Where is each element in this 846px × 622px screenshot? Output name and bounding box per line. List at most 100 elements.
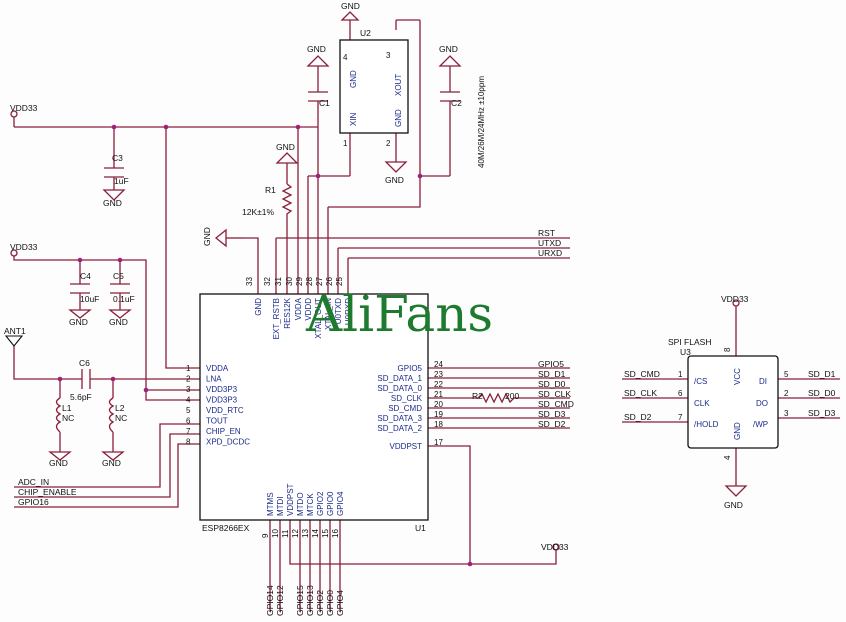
r1-ref: R1 — [265, 185, 276, 195]
gnd-symbol — [101, 451, 125, 461]
c6-ref: C6 — [79, 358, 90, 368]
u3-net-sd-d1: SD_D1 — [808, 369, 836, 379]
u1-net-label: GPIO14 — [265, 585, 275, 616]
vdd-terminal — [10, 110, 18, 118]
u2-pin-num: 4 — [343, 53, 348, 62]
u1-pin-number: 16 — [331, 529, 340, 538]
u3-net-sd-cmd: SD_CMD — [624, 369, 660, 379]
u1-ref: U1 — [415, 523, 426, 533]
u1-pin-name: EXT_RSTB — [272, 298, 281, 339]
u1-pin-name: VDDA — [294, 297, 303, 320]
capacitor-c3 — [104, 167, 124, 178]
vdd-terminal — [10, 249, 18, 257]
u1-net-label: SD_CLK — [538, 389, 571, 399]
u1-part-name: ESP8266EX — [202, 523, 250, 533]
u1-pin-name: XTAL_OUT — [314, 298, 323, 339]
u1-pin-name: GPIO5 — [398, 364, 423, 373]
junction-dot — [77, 257, 83, 263]
net-label-gnd: GND — [202, 227, 212, 246]
junction-dot — [417, 173, 423, 179]
crystal-u2-body — [339, 39, 409, 134]
u2-pin-xout: XOUT — [394, 74, 403, 96]
u1-net-label: SD_CMD — [538, 399, 574, 409]
u1-net-label: GPIO0 — [325, 590, 335, 616]
net-label-adc-in: ADC_IN — [18, 477, 49, 487]
u1-net-label: GPIO2 — [315, 590, 325, 616]
u3-pin-num: 4 — [723, 455, 732, 460]
u1-pin-number: 11 — [281, 529, 290, 538]
u1-top-pins: 33GND32EXT_RSTB31RES12K30VDDA29VDDD28XTA… — [245, 277, 353, 340]
u3-pin-wp: /WP — [753, 420, 768, 429]
u1-pin-number: 19 — [434, 410, 443, 419]
l2-value: NC — [115, 413, 127, 423]
junction-dot — [163, 124, 169, 130]
u1-pin-number: 10 — [271, 529, 280, 538]
u1-pin-number: 25 — [335, 277, 344, 286]
u1-pin-number: 17 — [434, 438, 443, 447]
net-label-gnd: GND — [49, 458, 68, 468]
u2-pin-xin: XIN — [349, 112, 358, 126]
u1-net-label: GPIO13 — [305, 585, 315, 616]
u1-pin-number: 33 — [245, 277, 254, 286]
junction-dot — [57, 376, 63, 382]
u3-pin-num: 8 — [723, 347, 732, 352]
chip-u1-body — [199, 293, 429, 521]
antenna-ref: ANT1 — [4, 326, 26, 336]
u1-pin-name: GPIO0 — [326, 491, 335, 516]
antenna-icon — [4, 335, 24, 347]
u1-pin-name: MTDI — [276, 496, 285, 516]
u1-pin-number: 12 — [291, 529, 300, 538]
crystal-frequency: 40M/26M/24MHz ±10ppm — [477, 76, 486, 168]
net-label-vdd33: VDD33 — [541, 542, 569, 552]
u1-pin-number: 29 — [295, 277, 304, 286]
u1-pin-name: VDDPST — [286, 483, 295, 516]
l2-ref: L2 — [115, 403, 125, 413]
u1-pin-name: U0TXD — [334, 298, 343, 324]
u3-ref: U3 — [680, 347, 691, 357]
net-label-gnd: GND — [307, 44, 326, 54]
net-label-urxd: URXD — [538, 248, 562, 258]
u1-pin-name: VDD_RTC — [206, 406, 244, 415]
junction-dot — [110, 376, 116, 382]
u3-pin-num: 2 — [784, 389, 789, 398]
net-label-vdd33: VDD33 — [10, 103, 38, 113]
net-label-gnd: GND — [276, 142, 295, 152]
u2-pin-num: 1 — [343, 139, 348, 148]
gnd-symbol — [275, 152, 299, 164]
u1-pin-name: U0RXD — [344, 298, 353, 325]
l1-value: NC — [62, 413, 74, 423]
u1-pin-name: SD_CLK — [391, 394, 423, 403]
net-label-vdd33: VDD33 — [10, 242, 38, 252]
u3-pin-do: DO — [756, 399, 768, 408]
u3-pin-num: 6 — [678, 389, 683, 398]
capacitor-c1 — [308, 91, 328, 102]
resistors — [281, 183, 518, 404]
net-label-utxd: UTXD — [538, 238, 561, 248]
c3-ref: C3 — [112, 153, 123, 163]
capacitor-c5 — [110, 283, 130, 294]
junction-dot — [117, 257, 123, 263]
u2-ref: U2 — [360, 28, 371, 38]
u1-net-label: SD_D1 — [538, 369, 566, 379]
net-label-vdd33: VDD33 — [721, 294, 749, 304]
gnd-symbol — [306, 55, 330, 67]
u1-pin-number: 32 — [263, 277, 272, 286]
junctions — [57, 124, 473, 567]
u1-pin-name: SD_CMD — [388, 404, 422, 413]
junction-dot — [315, 173, 321, 179]
u3-pin-num: 1 — [678, 370, 683, 379]
u1-pin-number: 31 — [274, 277, 283, 286]
inductor-l2 — [108, 397, 115, 433]
u1-net-label: SD_D0 — [538, 379, 566, 389]
capacitor-c4 — [70, 283, 90, 294]
r1-value: 12K±1% — [242, 207, 275, 217]
u1-pin-number: 27 — [315, 277, 324, 286]
gnd-symbol — [724, 485, 748, 497]
net-label-gnd: GND — [724, 500, 743, 510]
u1-pin-number: 30 — [285, 277, 294, 286]
u1-pin-number: 4 — [186, 396, 191, 405]
